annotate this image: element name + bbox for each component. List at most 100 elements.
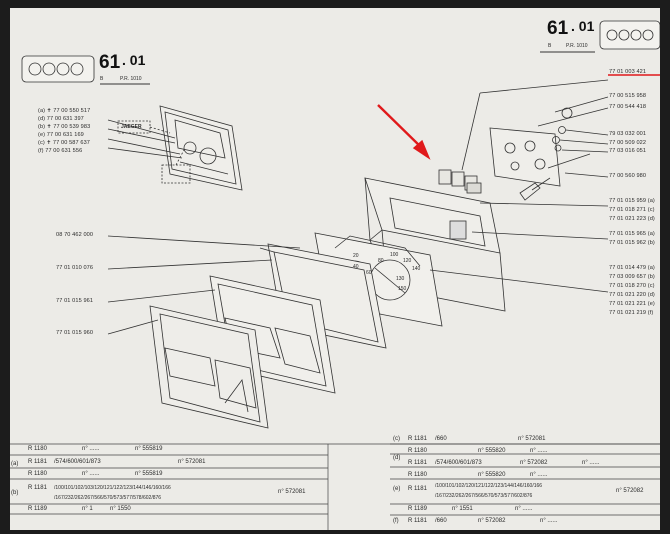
jaeger-label: JAEGER xyxy=(121,124,142,130)
table-cell: R 1181 xyxy=(408,518,427,524)
table-cell: /100/101/102/103/120/121/122/123/144/146… xyxy=(54,485,171,491)
left-part-number: (f) 77 00 631 556 xyxy=(38,148,83,154)
right-part-number: 77 03 016 051 xyxy=(609,148,647,154)
row-label-a: (a) xyxy=(11,461,19,467)
table-cell: R 1189 xyxy=(408,506,427,512)
right-part-number: 77 00 509 022 xyxy=(609,140,647,146)
right-part-number: 77 01 015 959 (a) xyxy=(609,198,655,204)
table-cell: n° ...... xyxy=(530,448,548,454)
table-cell: n° 572082 xyxy=(616,488,644,494)
table-cell: R 1180 xyxy=(28,471,47,477)
right-part-number: 77 01 021 220 (d) xyxy=(609,292,655,298)
dial-number: 130 xyxy=(396,276,405,282)
right-part-number: 77 01 015 965 (a) xyxy=(609,231,655,237)
left-part-number: (a) ✝ 77 00 550 517 xyxy=(38,108,91,114)
table-cell: n° ...... xyxy=(530,472,548,478)
header-ref-left: P.R. 1010 xyxy=(120,76,142,82)
table-cell: n° 572081 xyxy=(178,459,206,465)
row-label-f: (f) xyxy=(393,518,399,524)
left-part-number: (b) ✝ 77 00 539 983 xyxy=(38,124,91,130)
table-cell: n° 1550 xyxy=(110,506,131,512)
right-part-number: 77 03 009 657 (b) xyxy=(609,274,655,280)
red-arrow-head xyxy=(412,139,431,160)
header-thumbnail-left xyxy=(21,55,95,83)
mid-part-number: 77 01 010 076 xyxy=(56,265,94,271)
highlighted-part-number: 77 01 003 421 xyxy=(609,69,647,75)
exploded-instrument-cluster-diagram xyxy=(10,20,660,530)
table-cell: n° 572082 xyxy=(478,518,506,524)
dial-number: 100 xyxy=(390,252,399,258)
table-cell: R 1189 xyxy=(28,506,47,512)
dial-number: 120 xyxy=(403,258,412,264)
right-part-number: 77 01 018 271 (c) xyxy=(609,207,655,213)
mid-part-number: 08 70 462 000 xyxy=(56,232,94,238)
left-part-number: (d) 77 00 631 397 xyxy=(38,116,84,122)
left-part-number: (c) ✝ 77 00 587 637 xyxy=(38,140,90,146)
table-cell: n° 572082 xyxy=(520,460,548,466)
front-frame-drawing xyxy=(149,305,269,429)
section-number-right: 61 xyxy=(547,18,569,39)
table-cell: n° 572081 xyxy=(518,436,546,442)
table-cell: /167/232/262/267/566/570/573/577/602/876 xyxy=(435,493,533,499)
right-part-number: 77 00 544 418 xyxy=(609,104,647,110)
table-cell: /167/232/262/267/566/570/573/577/578/602… xyxy=(54,495,162,501)
subsection-number-left: . 01 xyxy=(122,52,146,68)
red-arrow-shaft xyxy=(377,104,426,152)
table-cell: n° ...... xyxy=(82,471,100,477)
small-cluster-drawing xyxy=(159,105,243,191)
red-annotation xyxy=(377,74,660,160)
back-plate-drawing xyxy=(489,107,591,201)
table-cell: R 1180 xyxy=(408,472,427,478)
dial-number: 80 xyxy=(378,258,384,264)
right-part-number: 79 03 032 001 xyxy=(609,131,647,137)
table-cell: R 1181 xyxy=(28,459,47,465)
right-part-number: 77 00 560 980 xyxy=(609,173,647,179)
catalog-page: 61 . 01 B P.R. 1010 61 . 01 B P.R. 1010 … xyxy=(10,8,660,530)
table-cell: n° 1 xyxy=(82,506,93,512)
right-part-number: 77 01 021 221 (e) xyxy=(609,301,655,307)
table-cell: R 1180 xyxy=(408,448,427,454)
table-cell: n° ...... xyxy=(82,446,100,452)
mid-part-number: 77 01 015 961 xyxy=(56,298,94,304)
subsection-number-right: . 01 xyxy=(571,18,595,34)
right-part-number: 77 01 021 219 (f) xyxy=(609,310,654,316)
table-cell: n° 555820 xyxy=(478,448,506,454)
dial-number: 20 xyxy=(353,253,359,259)
table-cell: R 1181 xyxy=(408,486,427,492)
row-label-c: (c) xyxy=(393,436,400,442)
table-cell: n° 555819 xyxy=(135,471,163,477)
table-cell: n° 1551 xyxy=(452,506,473,512)
table-cell: /660 xyxy=(435,518,447,524)
dial-number: 150 xyxy=(398,286,407,292)
dial-number: 60 xyxy=(366,270,372,276)
right-part-number: 77 01 015 962 (b) xyxy=(609,240,655,246)
table-cell: R 1181 xyxy=(408,460,427,466)
table-cell: n° 555820 xyxy=(478,472,506,478)
mid-part-number: 77 01 015 960 xyxy=(56,330,94,336)
right-part-number: 77 00 515 958 xyxy=(609,93,647,99)
table-cell: n° ...... xyxy=(515,506,533,512)
table-cell: /100/101/102/120/121/122/123/144/146/160… xyxy=(435,483,543,489)
dial-number: 40 xyxy=(353,264,359,270)
right-part-number: 77 01 021 223 (d) xyxy=(609,216,655,222)
row-label-e: (e) xyxy=(393,486,401,492)
row-label-d: (d) xyxy=(393,455,401,461)
header-b-right: B xyxy=(548,43,552,49)
left-part-number: (e) 77 00 631 169 xyxy=(38,132,84,138)
header-thumbnail-right xyxy=(599,20,660,50)
table-cell: n° 555819 xyxy=(135,446,163,452)
section-number-left: 61 xyxy=(99,52,121,73)
table-cell: /660 xyxy=(435,436,447,442)
header-ref-right: P.R. 1010 xyxy=(566,43,588,49)
table-cell: R 1181 xyxy=(28,485,47,491)
dial-number: 140 xyxy=(412,266,421,272)
table-cell: n° 572081 xyxy=(278,489,306,495)
table-cell: /574/600/601/873 xyxy=(435,460,482,466)
right-part-number: 77 01 014 479 (a) xyxy=(609,265,655,271)
table-cell: /574/600/601/873 xyxy=(54,459,101,465)
table-cell: R 1181 xyxy=(408,436,427,442)
row-label-b: (b) xyxy=(11,490,19,496)
table-cell: n° ...... xyxy=(582,460,600,466)
header-b-left: B xyxy=(100,76,104,82)
table-cell: n° ...... xyxy=(540,518,558,524)
